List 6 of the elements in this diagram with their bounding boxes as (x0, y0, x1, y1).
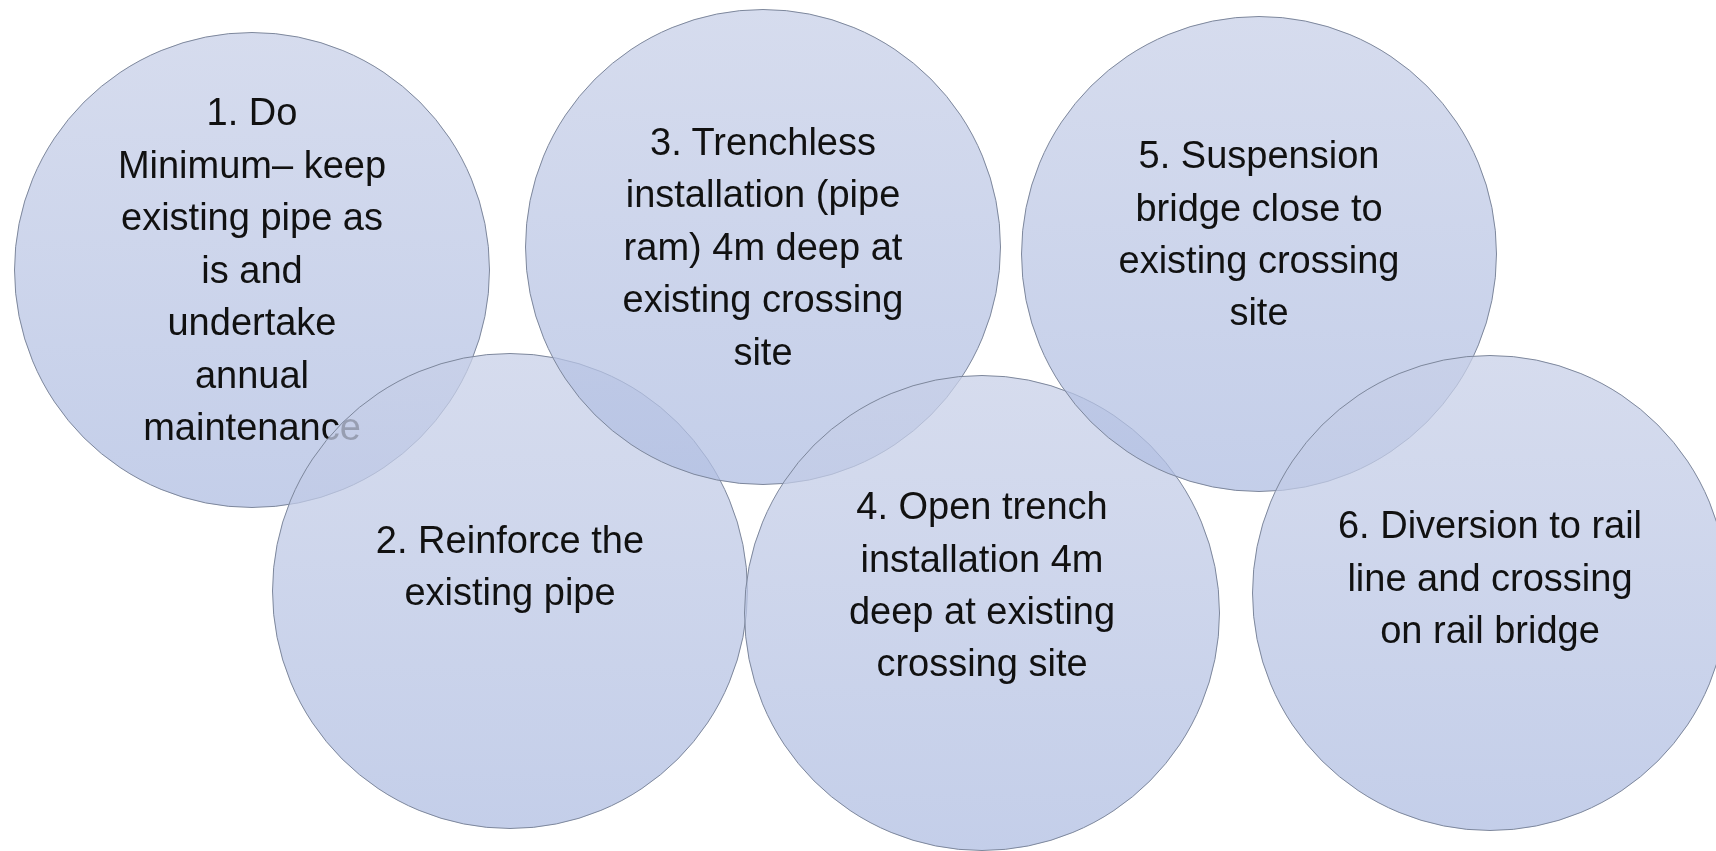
option-text: 2. Reinforce the existing pipe (374, 517, 646, 615)
option-text: 1. Do Minimum– keep existing pipe as is and undertake annual maintenance (117, 90, 387, 451)
option-text: 4. Open trench installation 4m deep at existing crossing site (847, 484, 1117, 687)
option-text: 3. Trenchless installation (pipe ram) 4m deep at existing crossing site (621, 119, 905, 375)
option-text: 6. Diversion to rail line and crossing on rail bridge (1336, 503, 1644, 654)
option-text: 5. Suspension bridge close to existing crossing site (1117, 133, 1401, 336)
